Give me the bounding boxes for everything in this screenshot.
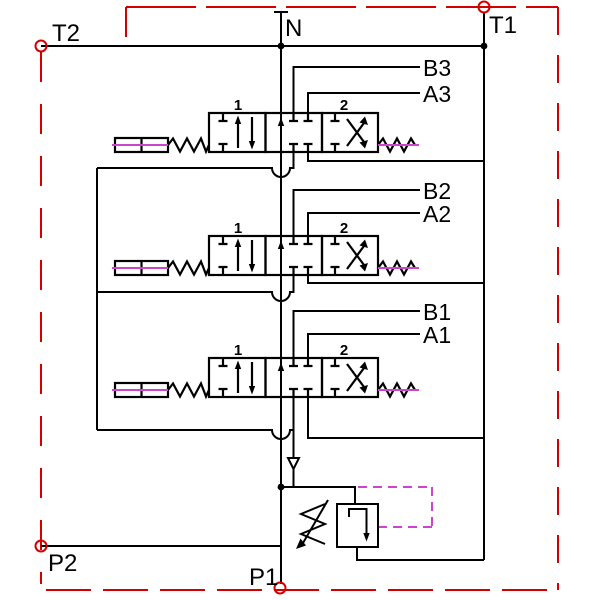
relief-valve-arrowhead [363, 533, 370, 542]
junction-dot [277, 42, 285, 50]
spool-position-2-label: 2 [340, 342, 348, 359]
work-line-a3 [307, 92, 420, 113]
label-a1: A1 [423, 322, 451, 348]
relief-valve-adjust-arrow [302, 499, 329, 544]
port-circle-t1 [477, 0, 491, 14]
label-p2: P2 [48, 550, 77, 577]
feed-branch-2 [97, 275, 295, 302]
spool-position-2-label: 2 [340, 220, 348, 237]
labels: T2 N T1 B3 A3 B2 A2 B1 A1 P2 P1 1 2 1 2 … [48, 12, 517, 591]
work-line-b3 [292, 66, 420, 113]
pilot-lines [112, 144, 433, 528]
relief-valve-body [336, 503, 379, 548]
feed-branch-1 [97, 152, 295, 178]
label-t2: T2 [52, 20, 80, 47]
relief-valve-adjust-arrowhead [296, 538, 306, 549]
label-b2: B2 [423, 178, 451, 204]
flow-direction-arrow-icon [286, 457, 301, 472]
junction-dot [480, 42, 488, 50]
label-b3: B3 [423, 55, 451, 81]
spool-position-2-label: 2 [340, 97, 348, 114]
relief-valve-spring-icon [298, 503, 328, 545]
label-p1: P1 [249, 564, 278, 591]
label-a3: A3 [423, 81, 451, 107]
label-a2: A2 [423, 201, 451, 227]
spool-position-1-label: 1 [234, 97, 242, 114]
spool-position-1-label: 1 [234, 342, 242, 359]
return-line-2 [307, 275, 484, 284]
port-markers [34, 0, 491, 595]
relief-inlet-line [281, 486, 356, 504]
label-b1: B1 [423, 299, 451, 325]
spool-position-1-label: 1 [234, 220, 242, 237]
enclosure-boundary [40, 6, 559, 591]
junction-dot [277, 483, 285, 491]
relief-outlet-line [356, 547, 484, 561]
port-circle-t2 [34, 39, 48, 53]
work-line-a2 [307, 212, 420, 236]
label-t1: T1 [489, 12, 517, 39]
return-line-3 [307, 397, 484, 439]
work-line-b2 [292, 189, 420, 236]
work-line-a1 [307, 333, 420, 358]
junction-dots [277, 42, 488, 491]
feed-branch-3 [97, 429, 294, 440]
relief-pilot-dashed-line [358, 486, 433, 528]
port-circle-p1 [273, 581, 287, 595]
relief-valve [296, 499, 379, 549]
relief-valve-flow-path [348, 508, 368, 534]
return-line-1 [307, 152, 484, 162]
port-circle-p2 [34, 539, 48, 553]
pipework [41, 11, 485, 584]
label-n: N [285, 15, 302, 42]
work-line-b1 [292, 310, 420, 358]
